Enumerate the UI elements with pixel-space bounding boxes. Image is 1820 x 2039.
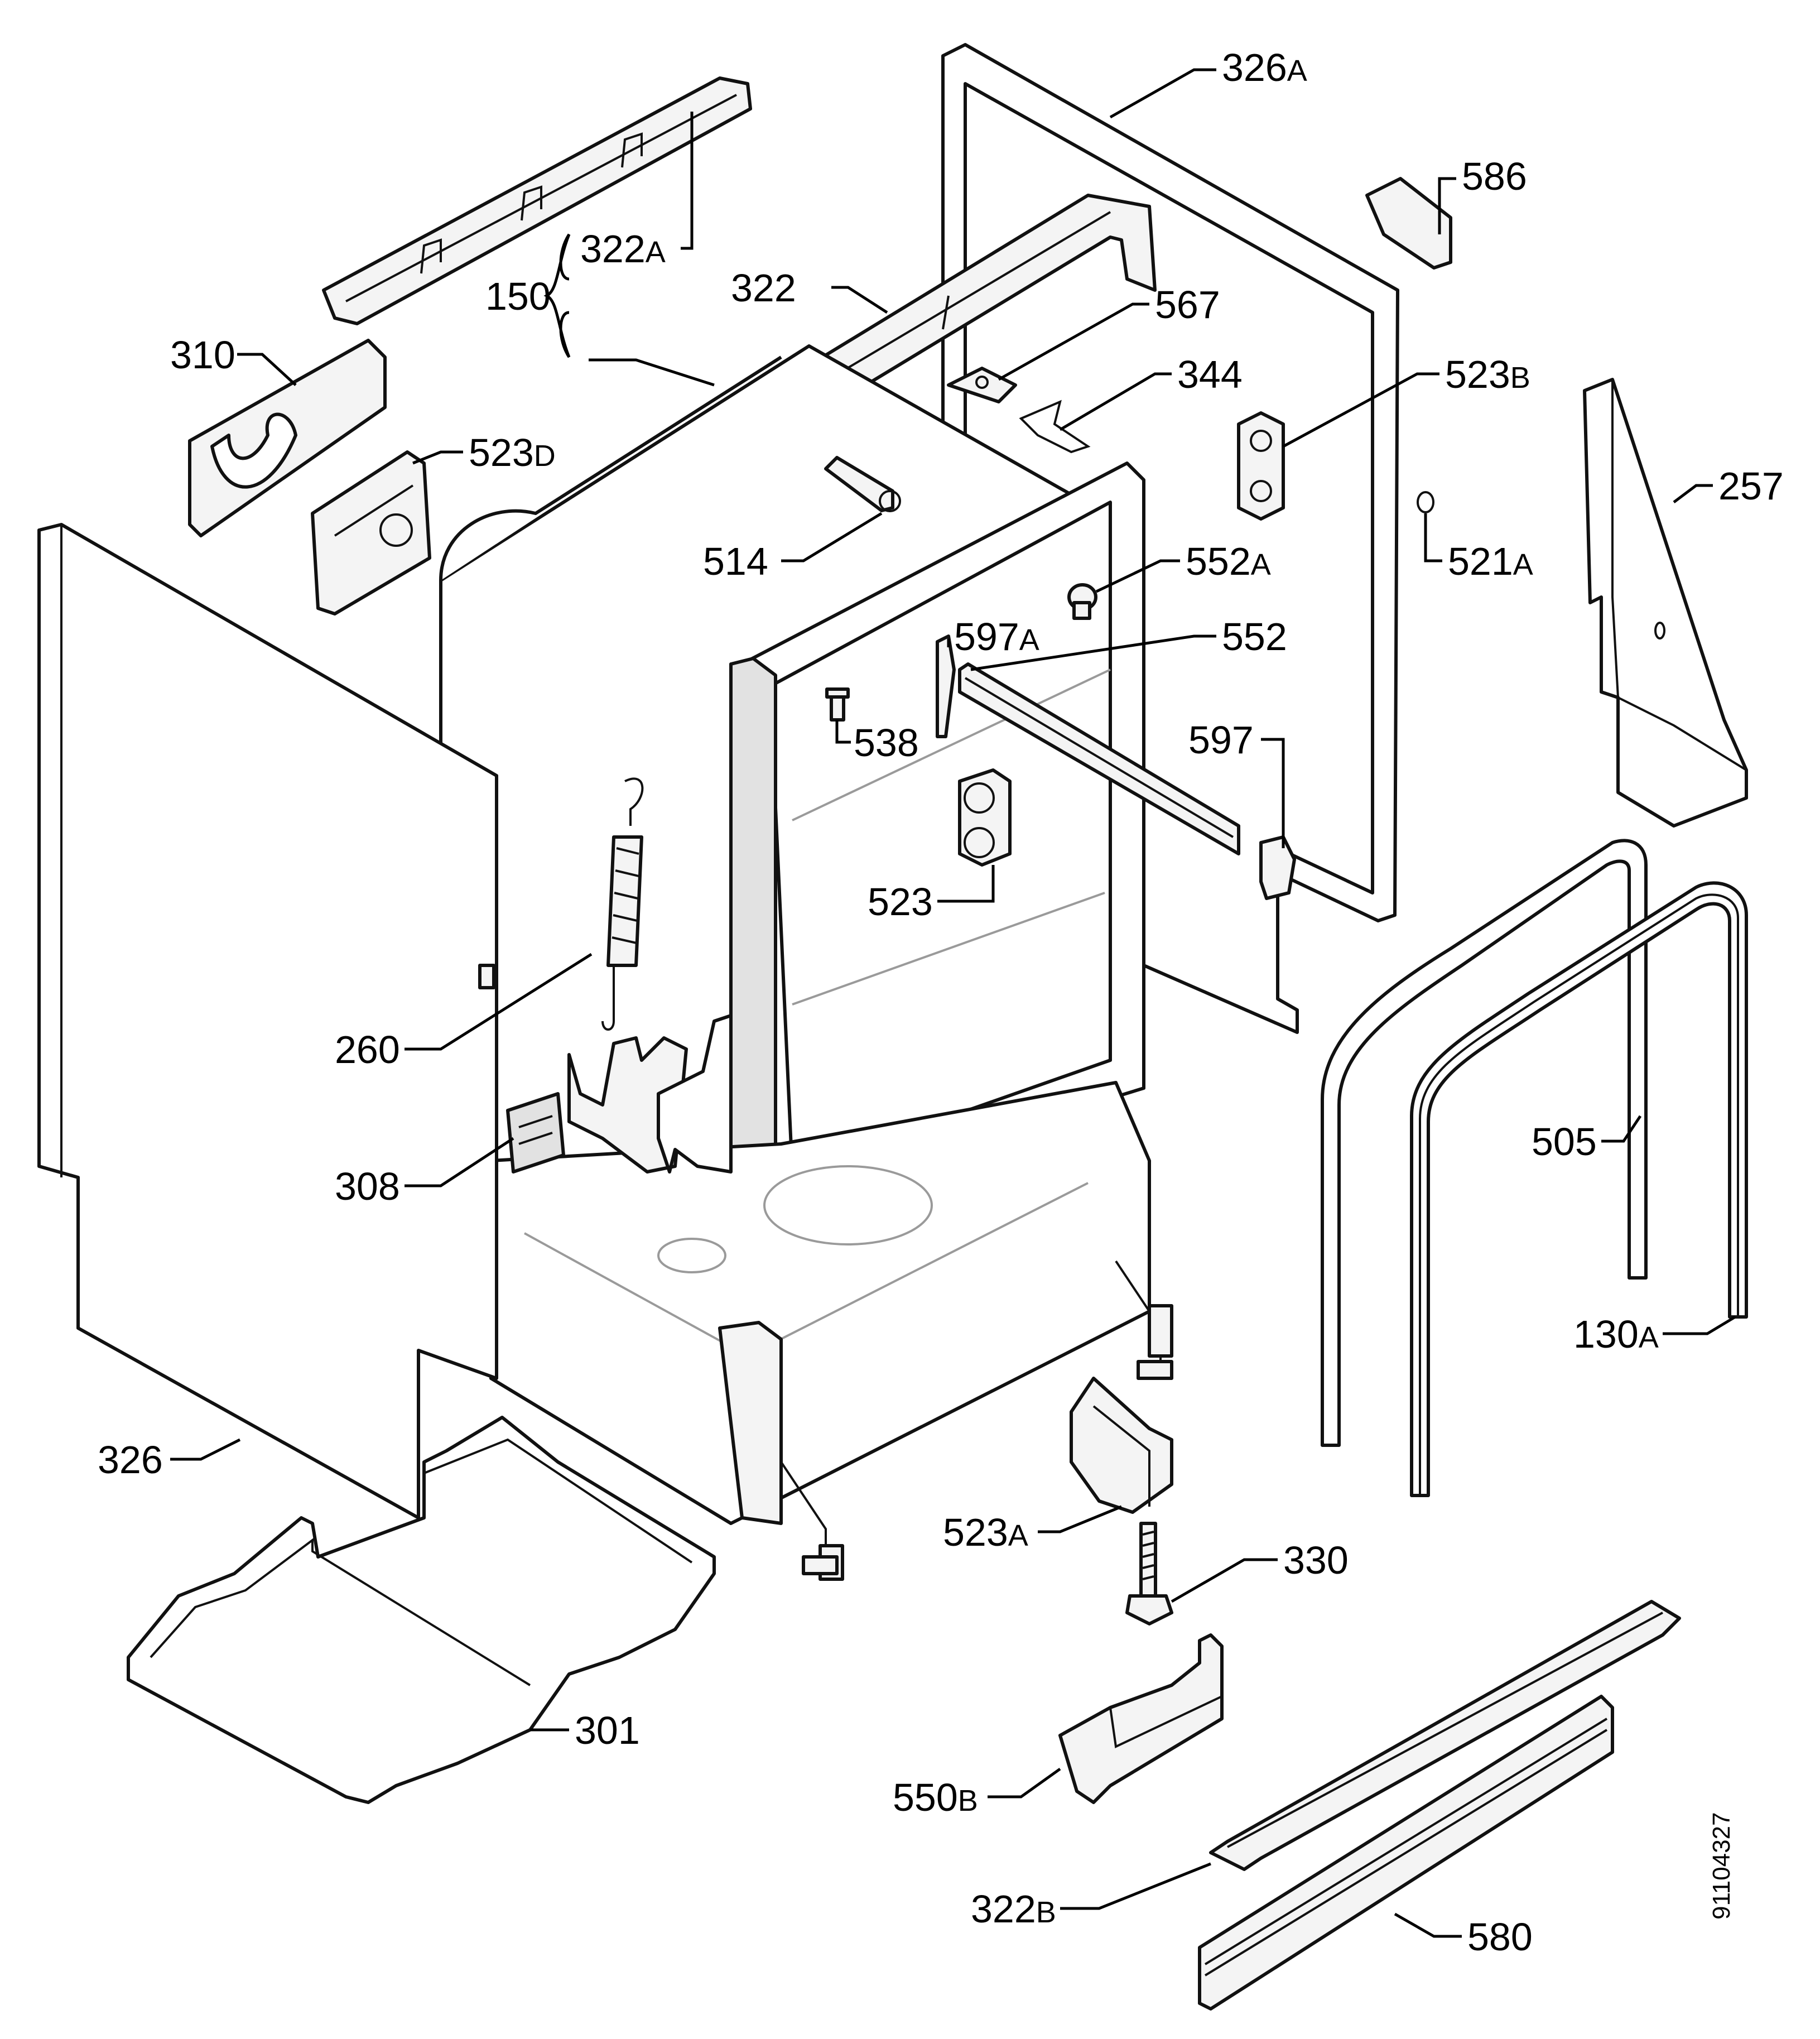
part-523b-grommet-plate xyxy=(1237,411,1285,521)
label-597: 597 xyxy=(1188,718,1254,762)
part-322a-top-rail xyxy=(322,76,752,325)
part-344-spring-clip xyxy=(1019,400,1091,454)
label-322: 322 xyxy=(731,266,796,310)
part-580-kickplate xyxy=(1198,1695,1614,2011)
label-552a: 552A xyxy=(1186,540,1271,583)
label-523b: 523B xyxy=(1445,353,1530,396)
part-301-bottom-tray xyxy=(127,1416,716,1804)
part-257-side-insulation xyxy=(1583,378,1748,828)
part-310-bracket xyxy=(188,339,387,537)
label-301: 301 xyxy=(575,1709,640,1752)
label-308: 308 xyxy=(335,1165,400,1208)
part-326-door-panel xyxy=(37,523,498,1519)
part-523-double-grommet xyxy=(958,768,1012,867)
label-550b: 550B xyxy=(893,1776,978,1819)
label-597a: 597A xyxy=(954,615,1039,658)
part-586-bracket xyxy=(1365,177,1452,270)
part-552a-plug xyxy=(1067,583,1097,620)
label-322a: 322A xyxy=(580,227,666,271)
label-326: 326 xyxy=(98,1438,163,1482)
label-552: 552 xyxy=(1222,615,1287,658)
label-130a: 130A xyxy=(1573,1312,1659,1356)
part-597-clip xyxy=(1259,835,1296,900)
label-330: 330 xyxy=(1283,1538,1349,1582)
label-260: 260 xyxy=(335,1028,400,1071)
label-150: 150 xyxy=(485,275,551,318)
part-side-hook xyxy=(657,1014,733,1174)
label-322b: 322B xyxy=(971,1887,1056,1931)
part-322b-kickplate-rail xyxy=(1209,1600,1681,1871)
label-580: 580 xyxy=(1467,1915,1533,1959)
label-326a: 326A xyxy=(1222,46,1307,89)
label-257: 257 xyxy=(1718,464,1784,508)
drawing-number: 91104327 xyxy=(1708,1812,1735,1920)
label-523: 523 xyxy=(868,880,933,924)
part-330-adjustable-foot xyxy=(1125,1522,1173,1626)
part-523d-plate xyxy=(311,450,431,615)
label-344: 344 xyxy=(1177,353,1243,396)
part-538-screw xyxy=(825,687,850,722)
label-523d: 523D xyxy=(469,431,556,474)
leader-lines xyxy=(170,68,1736,1938)
part-597a-latch xyxy=(936,634,956,738)
label-505: 505 xyxy=(1532,1120,1597,1163)
part-130a-gasket xyxy=(1410,881,1748,1497)
label-521a: 521A xyxy=(1448,540,1533,583)
label-567: 567 xyxy=(1155,283,1220,326)
part-505-door-seal xyxy=(1321,839,1648,1447)
part-door-frame xyxy=(729,461,1145,1201)
part-514-pin xyxy=(824,456,901,512)
label-514: 514 xyxy=(703,540,768,583)
part-521a-ring xyxy=(1417,491,1434,513)
label-310: 310 xyxy=(170,333,235,377)
part-567-clip xyxy=(947,367,1017,403)
part-260-spring xyxy=(601,777,644,1031)
part-base-frame xyxy=(489,1081,1173,1581)
label-538: 538 xyxy=(854,721,919,764)
part-550b-bracket xyxy=(1058,1633,1224,1804)
label-523a: 523A xyxy=(943,1511,1028,1554)
label-586: 586 xyxy=(1462,155,1527,198)
part-552-rail xyxy=(958,662,1240,855)
part-523a-support-block xyxy=(1070,1377,1173,1514)
